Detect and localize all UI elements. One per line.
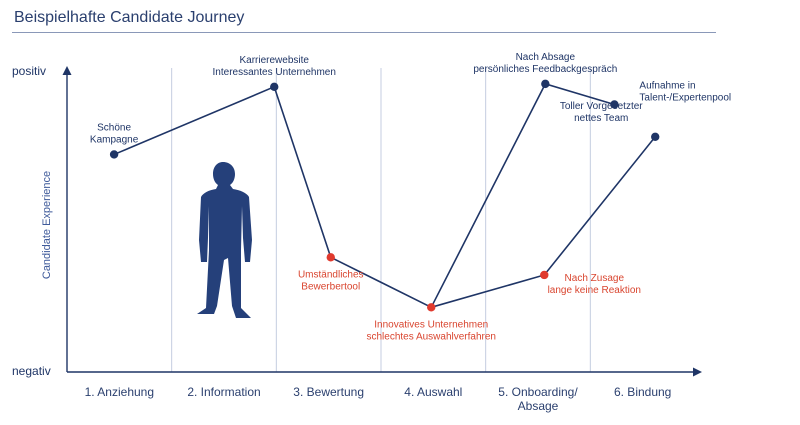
data-point-nach-absage bbox=[541, 79, 550, 89]
data-point-innovatives-unternehmen bbox=[427, 303, 436, 312]
y-axis-top-label: positiv bbox=[12, 64, 46, 78]
y-axis-title: Candidate Experience bbox=[41, 171, 53, 279]
category-label: 4. Auswahl bbox=[404, 385, 462, 399]
category-label: 5. Onboarding/Absage bbox=[498, 385, 578, 413]
category-labels: 1. Anziehung 2. Information 3. Bewertung 4.… bbox=[85, 385, 672, 413]
data-point-toller-vorgesetzter bbox=[651, 132, 660, 141]
data-point-aufnahme-talentpool bbox=[610, 100, 619, 109]
x-axis-arrow bbox=[693, 367, 702, 377]
person-silhouette-icon bbox=[197, 162, 252, 318]
category-label: 1. Anziehung bbox=[85, 385, 154, 399]
category-label: 3. Bewertung bbox=[293, 385, 364, 399]
category-gridlines bbox=[171, 68, 591, 372]
data-point-nach-zusage bbox=[540, 270, 549, 280]
journey-line-main bbox=[113, 85, 432, 309]
category-label: 2. Information bbox=[187, 385, 260, 399]
y-axis-bottom-label: negativ bbox=[12, 364, 51, 378]
title-divider bbox=[12, 32, 716, 33]
category-label: 6. Bindung bbox=[614, 385, 671, 399]
y-axis-arrow bbox=[62, 66, 72, 75]
data-point-schoene-kampagne bbox=[109, 150, 119, 159]
data-point-karrierewebsite bbox=[270, 82, 279, 92]
journey-points bbox=[109, 79, 660, 312]
data-point-umstaendliches-bewerbertool bbox=[326, 253, 335, 262]
axes: positiv negativ Candidate Experience bbox=[12, 64, 702, 378]
chart-title: Beispielhafte Candidate Journey bbox=[14, 9, 245, 26]
